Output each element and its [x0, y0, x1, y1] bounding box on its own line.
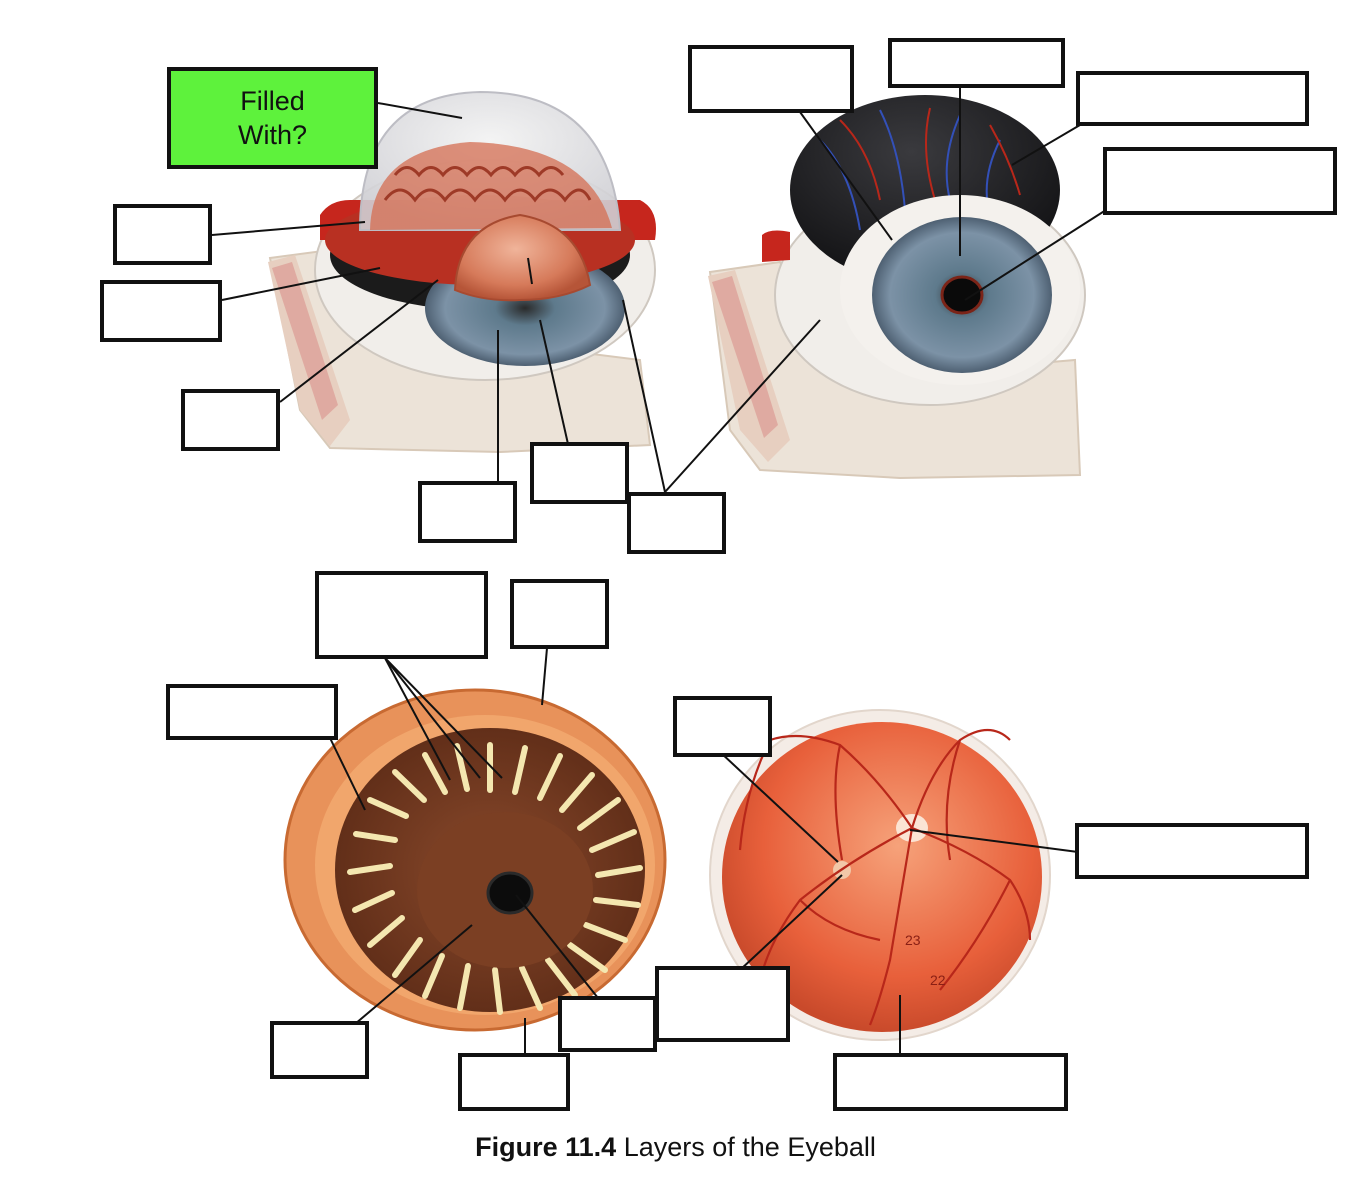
label-box-empty[interactable] [673, 696, 772, 757]
label-box-empty[interactable] [1103, 147, 1337, 215]
label-box-empty[interactable] [181, 389, 280, 451]
label-box-empty[interactable] [166, 684, 338, 740]
retinal-vessels [738, 728, 1032, 1026]
label-box-empty[interactable] [1075, 823, 1309, 879]
label-box-empty[interactable] [888, 38, 1065, 88]
model-number-mark: 22 [930, 972, 946, 988]
label-box-empty[interactable] [627, 492, 726, 554]
label-box-empty[interactable] [270, 1021, 369, 1079]
label-box-empty[interactable] [458, 1053, 570, 1111]
filled-with-label: Filled With? [237, 86, 308, 150]
bottom-left-hemisphere [283, 688, 667, 1032]
label-box-empty[interactable] [100, 280, 222, 342]
figure-number: Figure 11.4 [475, 1132, 617, 1162]
label-box-empty[interactable] [418, 481, 517, 543]
ciliary-processes [347, 742, 643, 1015]
label-box-filled-with[interactable]: Filled With? [167, 67, 378, 169]
top-right-eye-model [708, 95, 1086, 480]
label-box-empty[interactable] [655, 966, 790, 1042]
label-box-empty[interactable] [688, 45, 854, 113]
label-box-empty[interactable] [833, 1053, 1068, 1111]
figure-caption: Figure 11.4 Layers of the Eyeball [0, 1132, 1351, 1163]
label-box-empty[interactable] [1076, 71, 1309, 126]
top-left-eye-model [268, 90, 656, 454]
leader-lines [211, 86, 1107, 1056]
label-box-empty[interactable] [510, 579, 609, 649]
label-box-empty[interactable] [530, 442, 629, 504]
figure-title: Layers of the Eyeball [623, 1132, 876, 1162]
label-box-empty[interactable] [315, 571, 488, 659]
model-number-mark: 23 [905, 932, 921, 948]
label-box-empty[interactable] [558, 996, 657, 1052]
bottom-right-hemisphere: 23 22 [709, 709, 1051, 1041]
label-box-empty[interactable] [113, 204, 212, 265]
